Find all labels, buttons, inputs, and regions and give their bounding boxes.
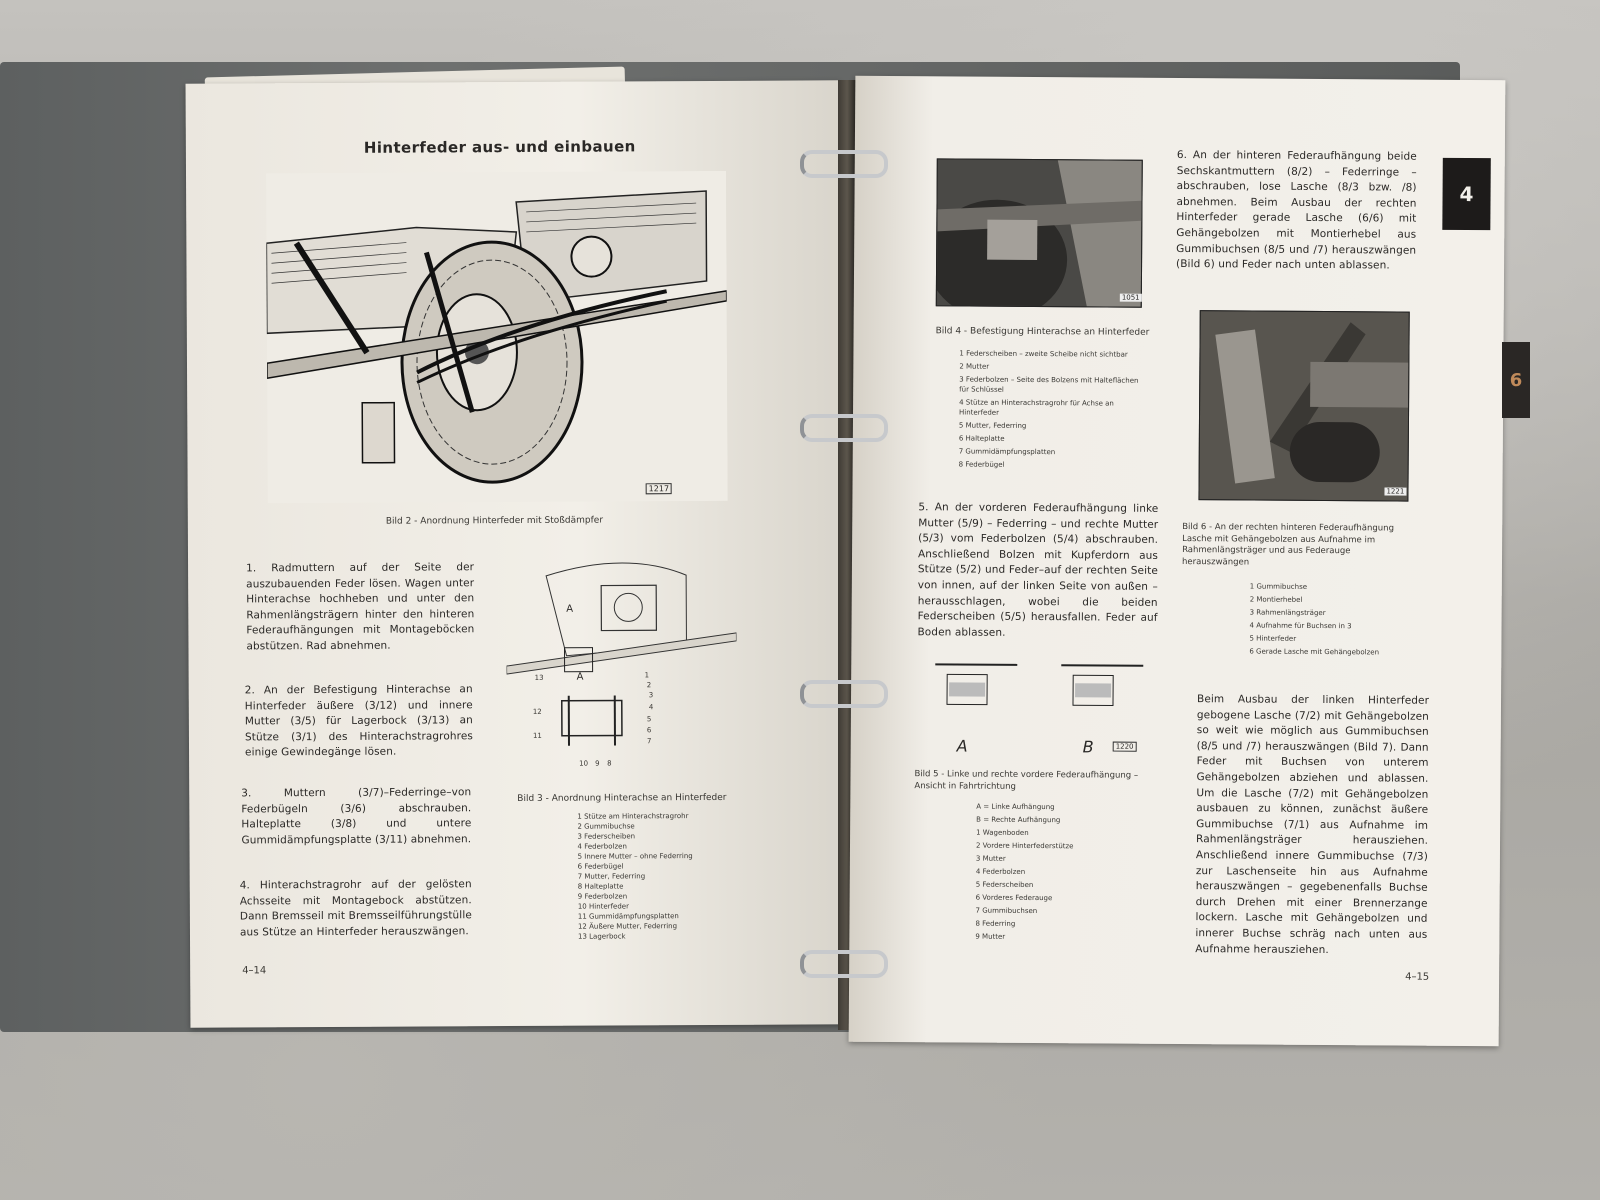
figure-caption: Bild 5 - Linke und rechte vordere Federa… <box>914 769 1139 792</box>
chapter-tab[interactable]: 4 <box>1442 157 1491 231</box>
legend-item: 1 Federscheiben – zweite Scheibe nicht s… <box>959 349 1128 359</box>
legend-item: 2 Mutter <box>959 362 990 371</box>
step-1: 1. Radmuttern auf der Seite der auszubau… <box>246 561 475 653</box>
legend-item: 10 Hinterfeder <box>577 902 629 911</box>
fig5-legend: A = Linke Aufhängung B = Rechte Aufhängu… <box>975 801 1073 945</box>
legend-item: 3 Federbolzen – Seite des Bolzens mit Ha… <box>959 375 1139 394</box>
legend-item: 6 Federbügel <box>577 862 624 871</box>
figure-caption: Bild 4 - Befestigung Hinterachse an Hint… <box>935 326 1150 338</box>
legend-item: 12 Äußere Mutter, Federring <box>577 922 678 931</box>
page-number: 4–14 <box>242 965 267 977</box>
step-6: 6. An der hinteren Federaufhängung beide… <box>1176 148 1417 272</box>
legend-item: 1 Stütze am Hinterachstragrohr <box>577 812 689 821</box>
legend-item: 7 Gummidämpfungsplatten <box>958 447 1056 457</box>
fig3-number-11: 11 <box>532 731 542 740</box>
fig3-number-12: 12 <box>532 707 542 716</box>
legend-item: 1 Wagenboden <box>976 828 1029 837</box>
fig3-number-10: 10 <box>579 759 589 768</box>
paragraph-left-spring: Beim Ausbau der linken Hinterfeder gebog… <box>1195 693 1430 956</box>
fig3-number-7: 7 <box>646 737 652 746</box>
figure-number: 1217 <box>645 483 673 495</box>
legend-item: 6 Vorderes Federauge <box>975 893 1053 903</box>
figure-number: 1051 <box>1119 293 1142 302</box>
step-3: 3. Muttern (3/7)–Federringe–von Federbüg… <box>241 786 472 847</box>
axle-mounting-diagram <box>506 562 737 746</box>
legend-item: 8 Federbügel <box>958 460 1005 469</box>
fig3-label-a2: A <box>576 671 584 683</box>
fig3-number-13: 13 <box>534 673 544 682</box>
right-page: 1051 Bild 4 - Befestigung Hinterachse an… <box>848 75 1506 1047</box>
rear-spring-illustration <box>266 170 728 504</box>
legend-item: B = Rechte Aufhängung <box>976 815 1061 825</box>
left-page: Hinterfeder aus- und einbauen 1217 Bild … <box>185 80 845 1028</box>
figure-caption: Bild 6 - An der rechten hinteren Federau… <box>1181 522 1395 568</box>
figure-number: 1220 <box>1112 741 1137 752</box>
legend-item: 9 Mutter <box>975 932 1006 941</box>
fig3-label-a1: A <box>566 603 574 615</box>
page-title: Hinterfeder aus- und einbauen <box>363 137 636 157</box>
fig3-number-8: 8 <box>607 759 612 768</box>
legend-item: 2 Montierhebel <box>1249 595 1303 604</box>
legend-item: 13 Lagerbock <box>577 932 626 941</box>
step-2: 2. An der Befestigung Hinterachse an Hin… <box>244 683 473 759</box>
figure-number: 1221 <box>1384 487 1407 496</box>
legend-item: 4 Aufnahme für Buchsen in 3 <box>1249 621 1352 631</box>
step-5: 5. An der vorderen Federaufhängung linke… <box>917 501 1159 639</box>
figure-caption: Bild 2 - Anordnung Hinterfeder mit Stoßd… <box>385 515 604 527</box>
legend-item: 8 Federring <box>975 919 1016 928</box>
legend-item: 1 Gummibuchse <box>1249 582 1308 591</box>
legend-item: 5 Federscheiben <box>975 880 1034 890</box>
legend-item: 9 Federbolzen <box>577 892 628 901</box>
legend-item: 4 Federbolzen <box>975 867 1026 876</box>
binder-ring <box>800 414 888 442</box>
legend-item: 4 Federbolzen <box>577 842 627 851</box>
legend-item: A = Linke Aufhängung <box>976 802 1055 812</box>
legend-item: 3 Rahmenlängsträger <box>1249 608 1326 618</box>
page-number: 4–15 <box>1405 971 1430 983</box>
legend-item: 8 Halteplatte <box>577 882 624 891</box>
legend-item: 2 Gummibuchse <box>577 822 635 831</box>
fig6-photo <box>1198 310 1410 502</box>
chapter-tab-behind[interactable]: 6 <box>1502 342 1530 418</box>
fig3-legend: 1 Stütze am Hinterachstragrohr 2 Gummibu… <box>577 811 693 942</box>
legend-item: 5 Innere Mutter – ohne Federring <box>577 852 693 861</box>
legend-item: 7 Mutter, Federring <box>577 872 646 881</box>
fig4-photo <box>935 158 1143 308</box>
legend-item: 5 Mutter, Federring <box>958 421 1027 430</box>
legend-item: 6 Halteplatte <box>958 434 1005 443</box>
fig5-label-b: B <box>1082 737 1094 757</box>
binder-ring <box>800 680 888 708</box>
step-4: 4. Hinterachstragrohr auf der gelösten A… <box>239 878 472 939</box>
legend-item: 7 Gummibuchsen <box>975 906 1038 916</box>
legend-item: 5 Hinterfeder <box>1249 634 1297 643</box>
binder-ring <box>800 150 888 178</box>
legend-item: 2 Vordere Hinterfederstütze <box>975 841 1074 851</box>
binder-ring <box>800 950 888 978</box>
legend-item: 11 Gummidämpfungsplatten <box>577 912 679 921</box>
figure-caption: Bild 3 - Anordnung Hinterachse an Hinter… <box>517 792 727 804</box>
legend-item: 3 Mutter <box>975 854 1006 863</box>
fig5-label-a: A <box>956 736 968 756</box>
fig6-legend: 1 Gummibuchse 2 Montierhebel 3 Rahmenlän… <box>1249 581 1379 660</box>
fig4-legend: 1 Federscheiben – zweite Scheibe nicht s… <box>959 348 1140 470</box>
legend-item: 4 Stütze an Hinterachstragrohr für Achse… <box>959 398 1114 417</box>
legend-item: 6 Gerade Lasche mit Gehängebolzen <box>1249 647 1380 657</box>
fig5-diagram <box>935 663 1144 707</box>
fig3-number-9: 9 <box>595 759 600 768</box>
legend-item: 3 Federscheiben <box>577 832 636 841</box>
